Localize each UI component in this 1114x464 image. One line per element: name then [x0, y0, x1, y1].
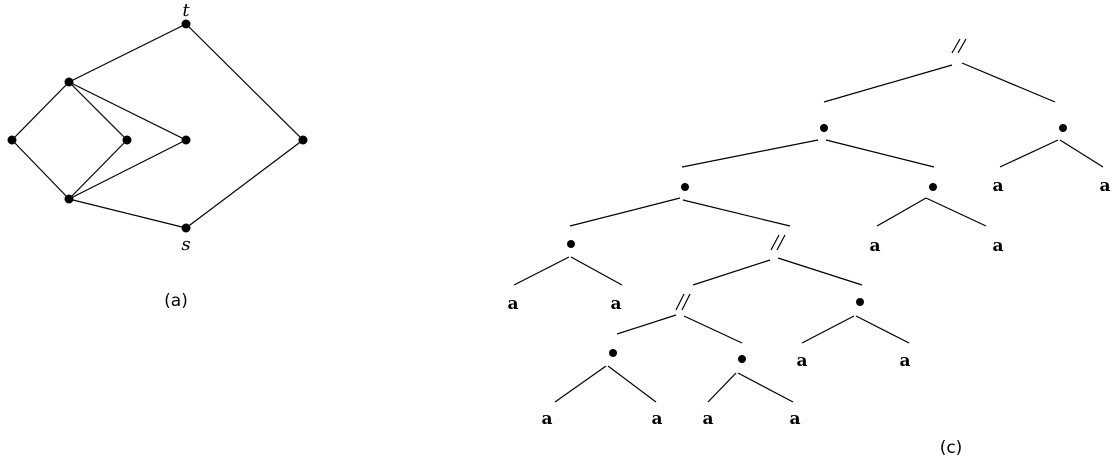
tree-node-parallel: [616, 293, 743, 344]
vertex-lower: [64, 194, 74, 204]
edge-t-upper: [68, 23, 187, 83]
series-dot: [609, 349, 617, 357]
vertex-inner: [181, 135, 191, 145]
branch: [855, 315, 910, 344]
branch: [961, 62, 1056, 103]
tree-node-series: [999, 124, 1104, 168]
leaf-a: a: [789, 409, 800, 429]
leaf-a: a: [992, 236, 1003, 256]
edge-inner-lower: [68, 139, 187, 200]
branch: [777, 257, 863, 286]
branch: [682, 199, 791, 227]
leaf-a: a: [541, 409, 552, 429]
edge-t-right: [185, 23, 304, 141]
edge-upper-mid: [68, 81, 128, 141]
branch: [876, 197, 927, 227]
leaf-a: a: [796, 351, 807, 371]
edge-lower-s: [68, 198, 187, 229]
graph-a: t s (a): [7, 0, 308, 311]
leaf-a: a: [651, 409, 662, 429]
leaf-a: a: [507, 294, 518, 314]
graph-edges: [11, 23, 304, 229]
tree-node-series: [801, 298, 910, 344]
caption-a: (a): [164, 291, 188, 311]
parallel-symbol: [957, 38, 967, 54]
branch: [554, 365, 607, 403]
series-dot: [929, 183, 937, 191]
tree-node-series: [876, 183, 987, 227]
vertex-mid: [122, 135, 132, 145]
branch: [570, 256, 623, 286]
vertex-left: [7, 135, 17, 145]
tree-node-series: [707, 355, 794, 403]
leaf-a: a: [899, 351, 910, 371]
series-dot: [856, 298, 864, 306]
tree-node-series: [554, 349, 657, 403]
branch: [692, 259, 771, 286]
branch: [925, 197, 987, 227]
branch: [737, 372, 794, 403]
branch: [801, 315, 855, 344]
tree-node-root-parallel: [823, 38, 1056, 103]
parallel-symbol: [770, 234, 780, 251]
graph-vertices: [7, 19, 308, 233]
branch: [607, 365, 657, 403]
parallel-symbol: [675, 293, 685, 311]
tree-c: a a a a a a: [507, 38, 1111, 458]
vertex-label-s: s: [181, 234, 190, 255]
edge-mid-lower: [68, 139, 128, 200]
vertex-s: [181, 223, 191, 233]
leaf-a: a: [869, 236, 880, 256]
caption-c: (c): [940, 438, 963, 458]
series-dot: [567, 240, 575, 248]
branch: [707, 372, 737, 403]
branch: [683, 315, 743, 344]
vertex-right: [298, 135, 308, 145]
vertex-upper: [64, 77, 74, 87]
branch: [825, 139, 935, 168]
leaf-a: a: [610, 294, 621, 314]
edge-right-s: [185, 139, 304, 229]
series-dot: [820, 124, 828, 132]
tree-node-series: [569, 183, 791, 227]
branch: [681, 139, 819, 168]
branch: [616, 314, 677, 335]
leaf-a: a: [992, 176, 1003, 196]
series-dot: [1059, 124, 1067, 132]
leaf-a: a: [702, 409, 713, 429]
vertex-label-t: t: [182, 0, 190, 21]
vertex-t: [181, 19, 191, 29]
branch: [823, 64, 953, 103]
edge-left-lower: [11, 139, 70, 200]
series-dot: [681, 183, 689, 191]
parallel-symbol: [681, 293, 691, 311]
leaf-a: a: [1099, 176, 1110, 196]
parallel-symbol: [951, 38, 961, 54]
branch: [569, 197, 681, 227]
tree-node-series: [513, 240, 623, 286]
branch: [1059, 139, 1104, 168]
tree-node-series: [681, 124, 935, 168]
branch: [999, 139, 1059, 168]
edge-upper-inner: [68, 81, 187, 141]
tree-node-parallel: [692, 234, 863, 286]
parallel-symbol: [776, 234, 786, 251]
series-dot: [738, 355, 746, 363]
edge-upper-left: [11, 81, 70, 141]
branch: [513, 256, 570, 286]
